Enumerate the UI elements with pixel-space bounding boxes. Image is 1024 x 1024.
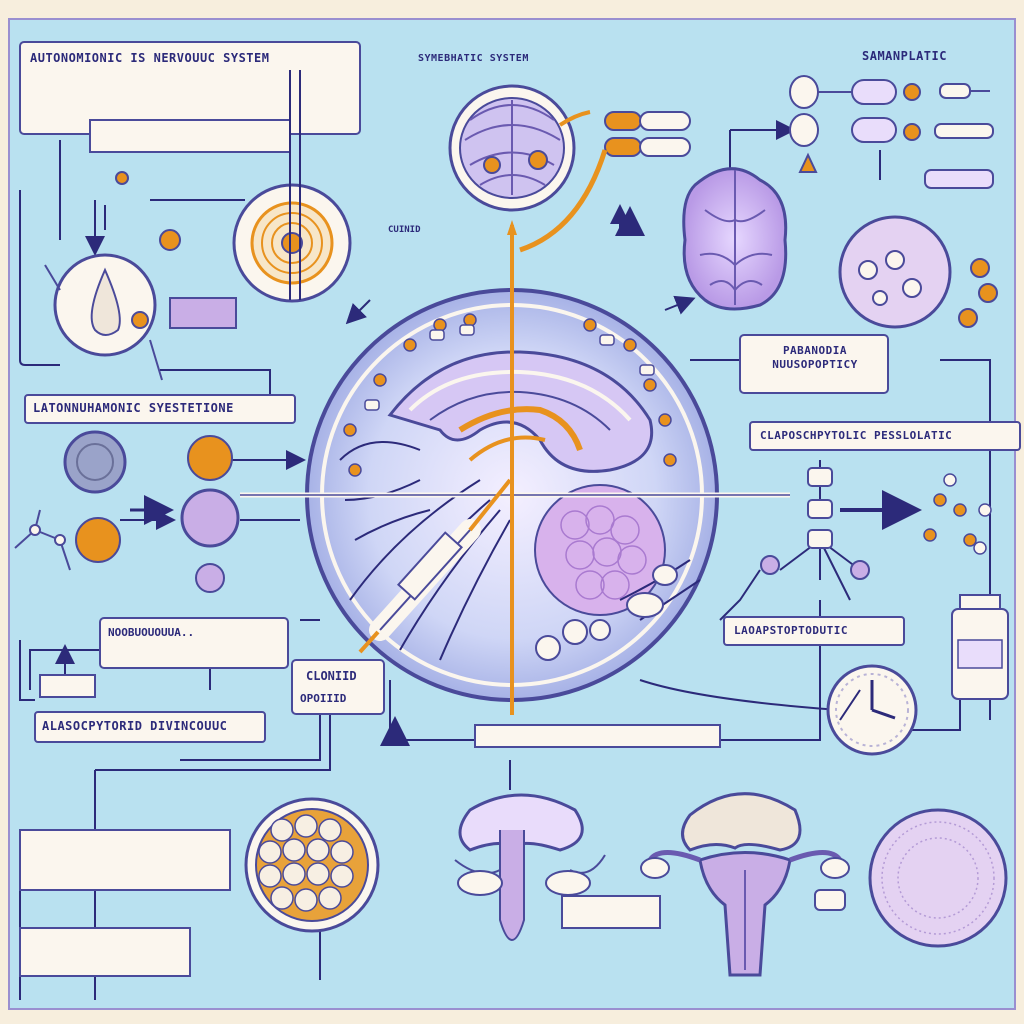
laoapsto-title: LAOAPSTOPTODUTIC [734,624,848,637]
lower-left-box-1 [19,829,231,891]
laoapsto-box [723,616,905,646]
cloniid-label: CLONIID [306,669,357,683]
alasoc-title: ALASOCPYTORID DIVINCOUUC [42,719,228,733]
syringe-icon [358,478,512,654]
ganglion-circle [232,70,352,303]
latonnu-title: LATONNUHAMONIC SYESTETIONE [33,401,234,415]
brain-section-circle [448,84,591,212]
noobuo-title: NOOBUOUOUUA.. [108,626,195,639]
orange-pill-labels [604,111,691,157]
paranodia-box [739,334,889,394]
samanplatic-title: SAMANPLATIC [862,49,947,63]
autonomic-subbox [89,119,291,153]
uterus-icon [640,792,850,977]
left-nodes [14,171,240,593]
clock-icon [826,664,918,756]
misc-arrows [130,206,645,746]
autonomic-title: AUTONOMIONIC IS NERVOUUC SYSTEM [30,51,270,65]
claposch-box [749,421,1021,451]
neuron-cluster [760,467,992,580]
drop-circle [44,253,163,381]
central-brain-circle [240,220,790,715]
bottle-icon [951,594,1009,700]
bottom-caption-box [474,724,721,748]
cloniid-box [291,659,385,715]
dotted-cell-circle [838,215,998,329]
honeycomb-circle [244,797,380,933]
small-tag-box [39,674,96,698]
alasoc-box [34,711,266,743]
noobuo-box [99,617,289,669]
pill-chain [789,75,994,189]
top-right-brain [682,167,788,311]
lavender-strip [169,297,237,329]
dotted-membrane-circle [868,808,1008,948]
lower-left-box-2 [19,927,191,977]
sympathetic-title: SYMEBHATIC SYSTEM [418,53,529,64]
cuinid-label: CUINID [388,225,421,235]
lower-brain-spinal [454,793,606,941]
claposch-title: CLAPOSCHPYTOLIC PESSLOLATIC [760,429,953,442]
paranodia-title: PABANODIA NUUSOPOPTICY [772,344,858,372]
opoiiid-label: OPOIIID [300,692,347,705]
latonnu-header-box [24,394,296,424]
uterus-caption-box [561,895,661,929]
orange-tube [519,149,608,253]
